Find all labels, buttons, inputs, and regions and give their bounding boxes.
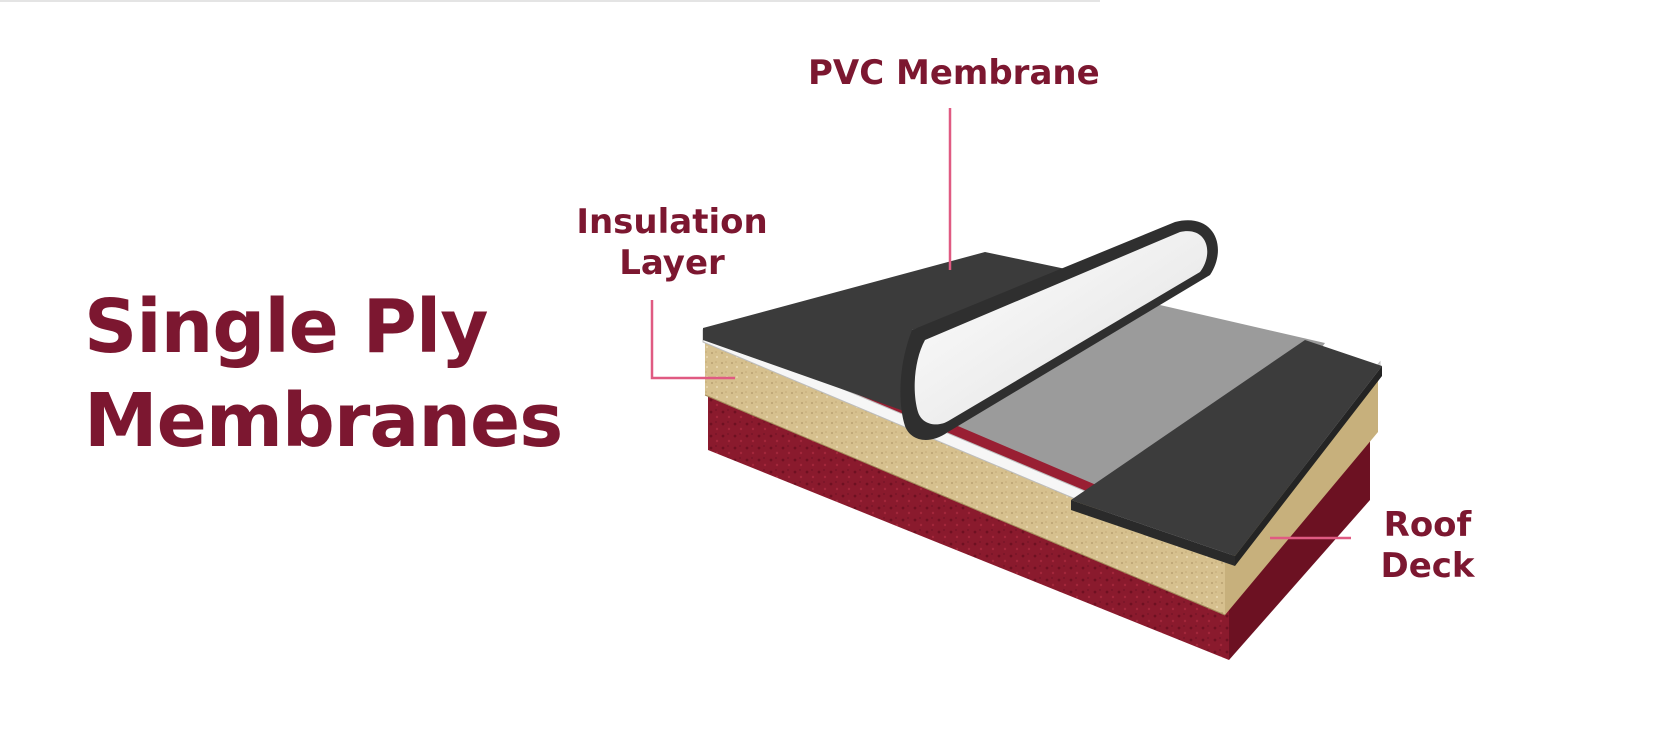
insulation-label-line-1: Insulation <box>576 202 768 242</box>
membrane-roll <box>900 220 1218 440</box>
insulation-layer <box>704 340 1378 616</box>
membrane-back-sheet <box>703 252 1080 422</box>
page-title: Single Ply Membranes <box>84 280 563 468</box>
top-divider-line <box>0 0 1100 2</box>
pvc-membrane-label: PVC Membrane <box>808 53 1100 93</box>
roof-deck-label-line-2: Deck <box>1380 546 1475 586</box>
insulation-layer-label: Insulation Layer <box>572 202 772 284</box>
insulation-label-line-2: Layer <box>619 243 725 283</box>
title-line-2: Membranes <box>84 378 563 464</box>
insulation-leader <box>650 300 735 380</box>
leader-lines <box>650 108 1351 540</box>
title-line-1: Single Ply <box>84 284 488 370</box>
membrane-front-strip <box>1071 340 1382 566</box>
roof-deck-label: Roof Deck <box>1370 505 1485 587</box>
roof-deck-label-line-1: Roof <box>1383 505 1472 545</box>
